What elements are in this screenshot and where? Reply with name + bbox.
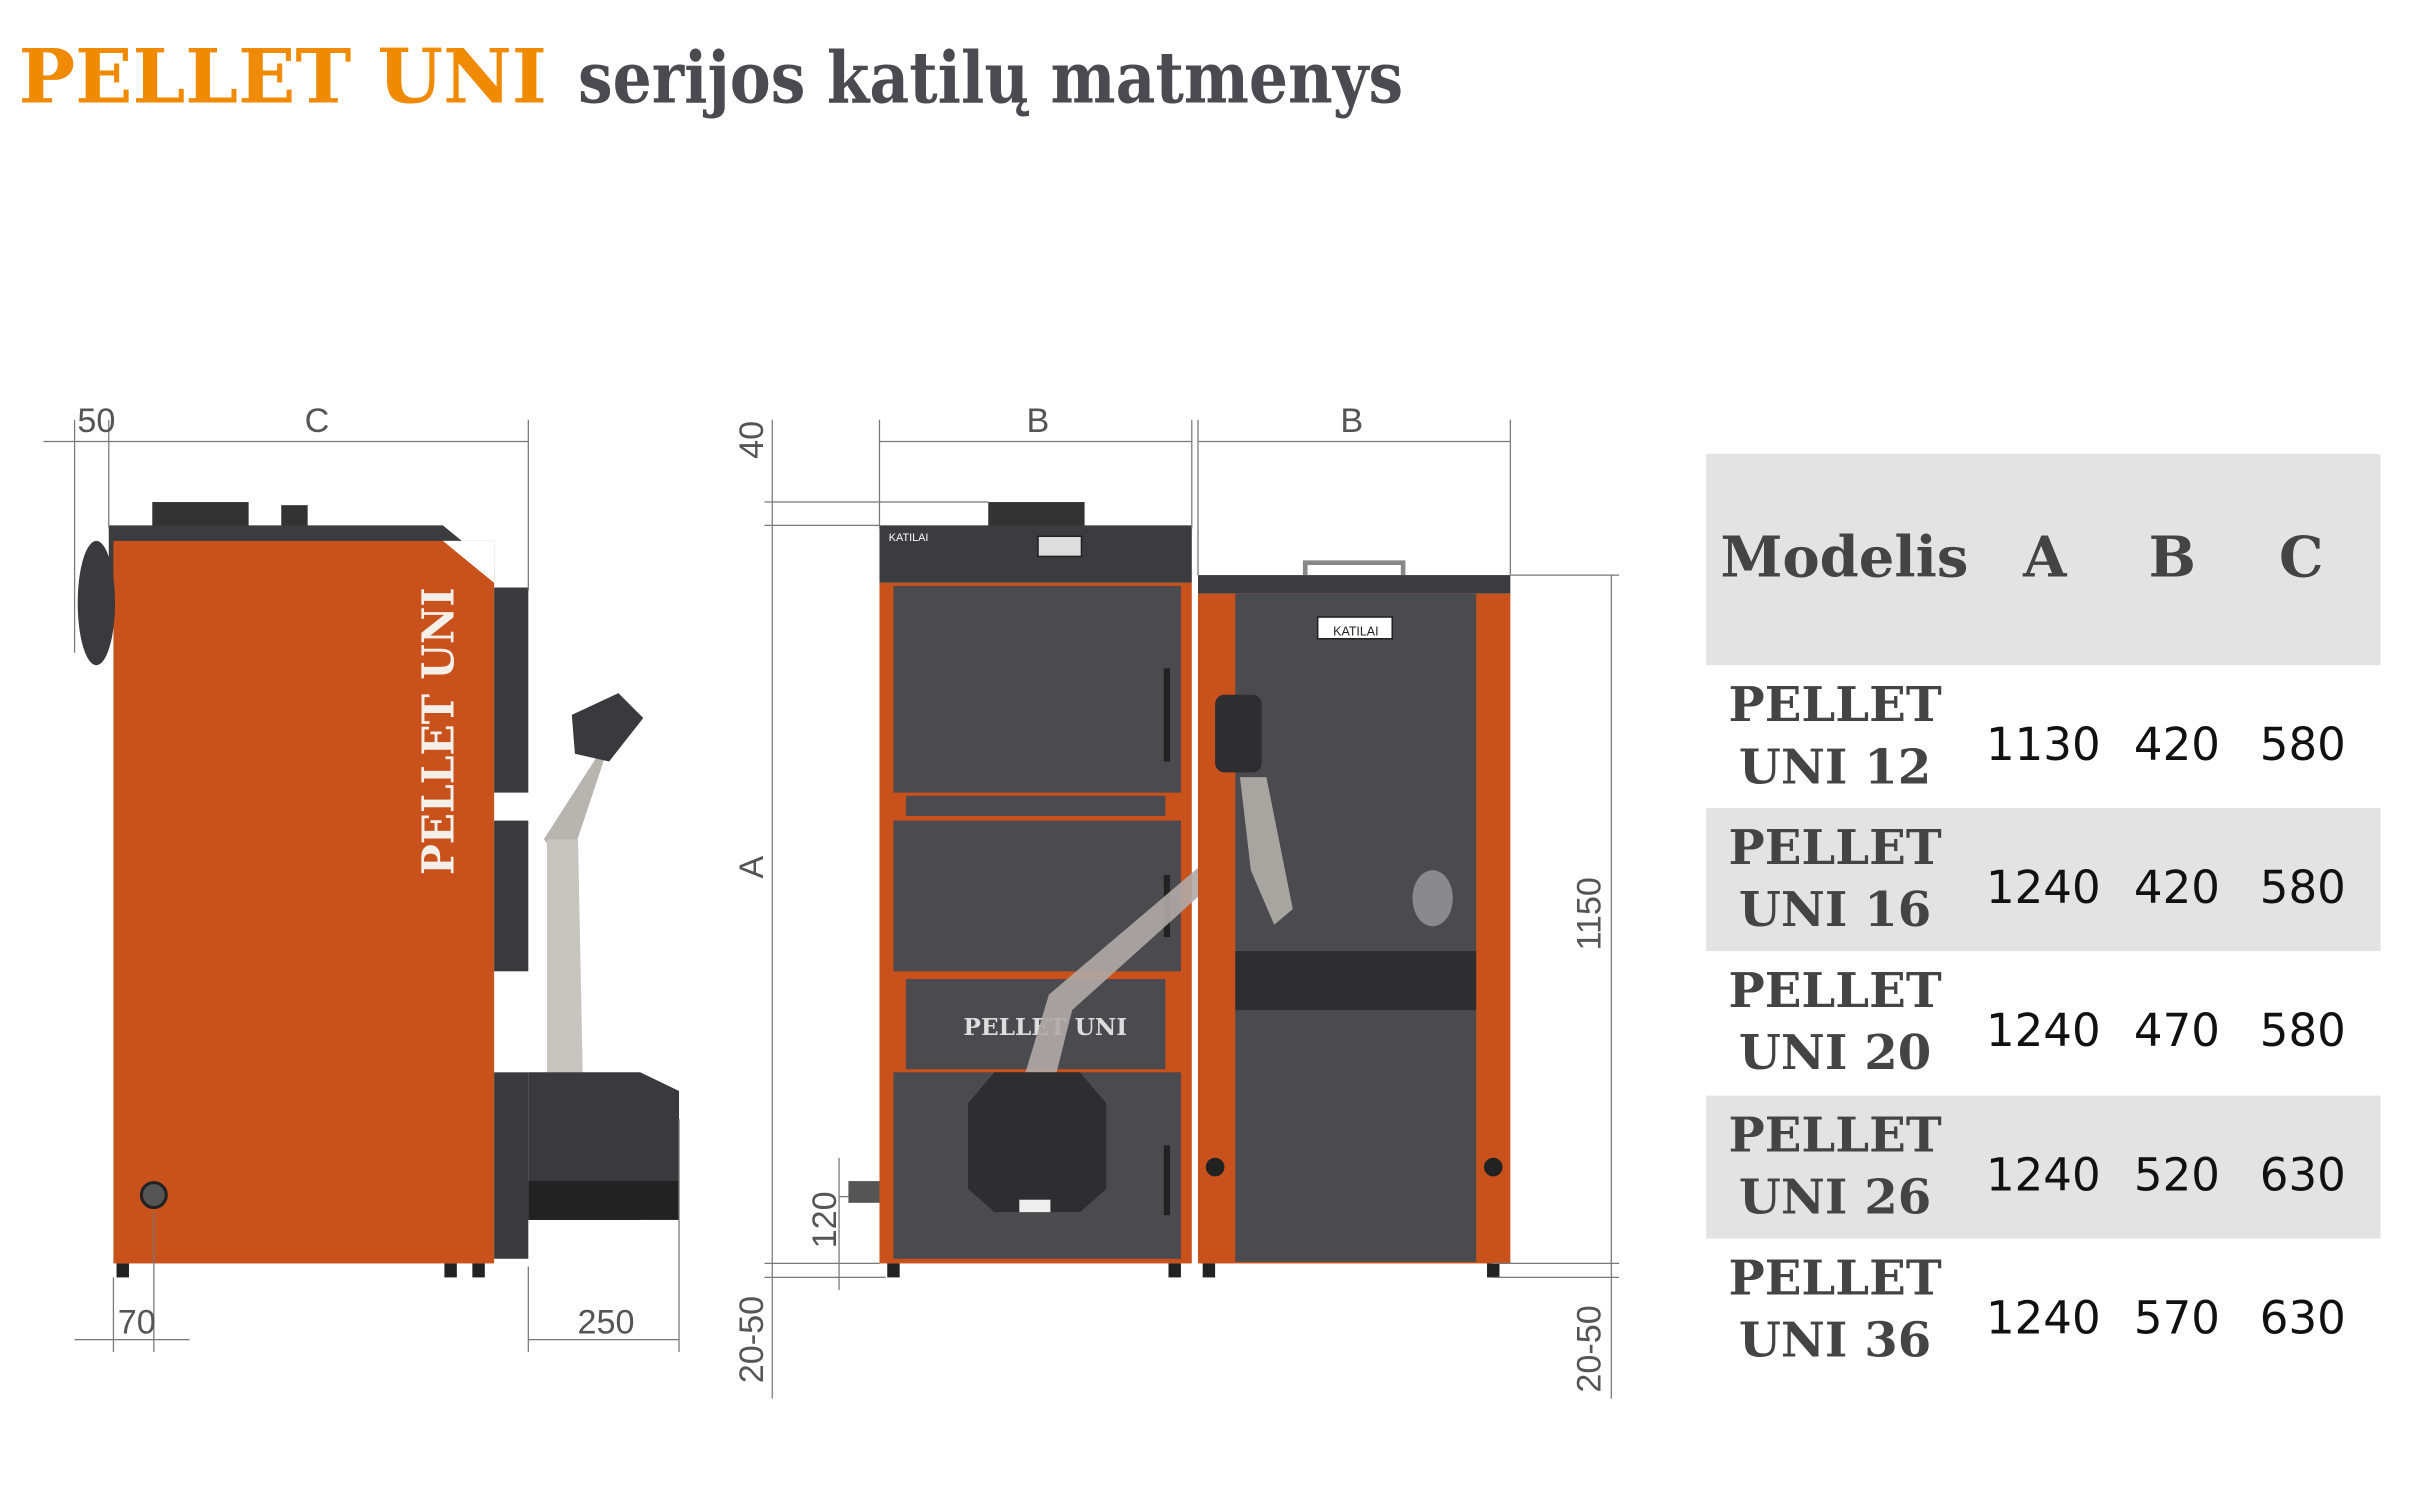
cell-C: 630 [2260, 1291, 2346, 1344]
table-row: PELLET UNI 12 1130 420 580 [1728, 677, 2345, 795]
header-A: A [2022, 525, 2068, 591]
dim-40: 40 [733, 421, 771, 459]
dim-20-50-right: 20-50 [1570, 1305, 1608, 1392]
cell-A: 1240 [1986, 1004, 2101, 1057]
flue-pipe [152, 502, 249, 527]
cell-A: 1240 [1986, 1291, 2101, 1344]
side-brand-label: PELLET UNI [414, 588, 465, 875]
dim-20-50-left: 20-50 [733, 1296, 771, 1383]
cell-A: 1130 [1986, 718, 2101, 771]
hopper-logo: KATILAI [1333, 625, 1378, 639]
hopper-view: KATILAI [1198, 560, 1511, 1278]
dim-70: 70 [118, 1303, 156, 1341]
front-view-boiler: KATILAI PELLET UNI [848, 502, 1267, 1278]
dim-A: A [733, 856, 771, 879]
front-logo: KATILAI [889, 532, 929, 544]
model-name-line2: UNI 16 [1739, 882, 1931, 938]
dim-250: 250 [577, 1303, 634, 1341]
model-name-line2: UNI 20 [1739, 1025, 1931, 1081]
model-name-line2: UNI 36 [1739, 1313, 1931, 1369]
dim-50: 50 [77, 402, 115, 440]
feeder-tube [543, 730, 614, 871]
cell-C: 580 [2260, 718, 2346, 771]
dim-B-front: B [1027, 402, 1050, 440]
model-name-line1: PELLET [1728, 1251, 1941, 1307]
cell-B: 470 [2134, 1004, 2220, 1057]
header-model: Modelis [1720, 525, 1968, 591]
door-middle [494, 820, 529, 972]
table-row: PELLET UNI 16 1240 420 580 [1728, 820, 2345, 938]
table-header-bg [1706, 453, 2381, 666]
cell-B: 420 [2134, 718, 2220, 771]
header-B: B [2149, 525, 2196, 591]
front-door-1 [893, 585, 1181, 793]
cell-C: 630 [2260, 1148, 2346, 1201]
display-screen [1037, 535, 1083, 558]
side-view-boiler: PELLET UNI [77, 502, 680, 1278]
title-brand: PELLET UNI [19, 33, 547, 121]
table-row: PELLET UNI 36 1240 570 630 [1728, 1251, 2345, 1369]
cell-B: 420 [2134, 861, 2220, 914]
door-lower [494, 1072, 529, 1259]
hopper-lid [1198, 575, 1511, 594]
cell-C: 580 [2260, 861, 2346, 914]
hopper-motor [1215, 694, 1262, 773]
model-name-line1: PELLET [1728, 963, 1941, 1019]
small-pipe [281, 505, 308, 527]
model-name-line1: PELLET [1728, 820, 1941, 876]
door-upper [494, 587, 529, 793]
page-title: PELLET UNI serijos katilų matmenys [19, 33, 1403, 121]
cell-B: 520 [2134, 1148, 2220, 1201]
cell-A: 1240 [1986, 861, 2101, 914]
gauge [139, 1181, 168, 1210]
dim-C: C [305, 402, 330, 440]
cell-A: 1240 [1986, 1148, 2101, 1201]
dimension-lines: 50 C 70 250 B B 40 A 120 20-50 1150 20-5… [43, 402, 1620, 1399]
cell-C: 580 [2260, 1004, 2346, 1057]
model-name-line2: UNI 26 [1739, 1170, 1931, 1226]
dim-B-hopper: B [1340, 402, 1363, 440]
control-panel [879, 525, 1192, 583]
title-rest: serijos katilų matmenys [578, 36, 1403, 120]
table-row: PELLET UNI 26 1240 520 630 [1728, 1108, 2345, 1226]
hopper-port [1412, 870, 1453, 927]
hopper-handle [1302, 560, 1406, 576]
model-name-line1: PELLET [1728, 677, 1941, 733]
front-feeder-tube [1025, 730, 1267, 1073]
dim-1150: 1150 [1570, 877, 1608, 950]
dim-120: 120 [806, 1191, 844, 1248]
cell-B: 570 [2134, 1291, 2220, 1344]
front-burner [968, 1072, 1107, 1213]
feeder-motor [571, 693, 644, 762]
model-name-line2: UNI 12 [1739, 739, 1931, 795]
round-cover [77, 540, 115, 666]
header-C: C [2279, 525, 2324, 591]
model-name-line1: PELLET [1728, 1108, 1941, 1164]
table-row: PELLET UNI 20 1240 470 580 [1728, 963, 2345, 1081]
boiler-body [113, 540, 495, 1264]
